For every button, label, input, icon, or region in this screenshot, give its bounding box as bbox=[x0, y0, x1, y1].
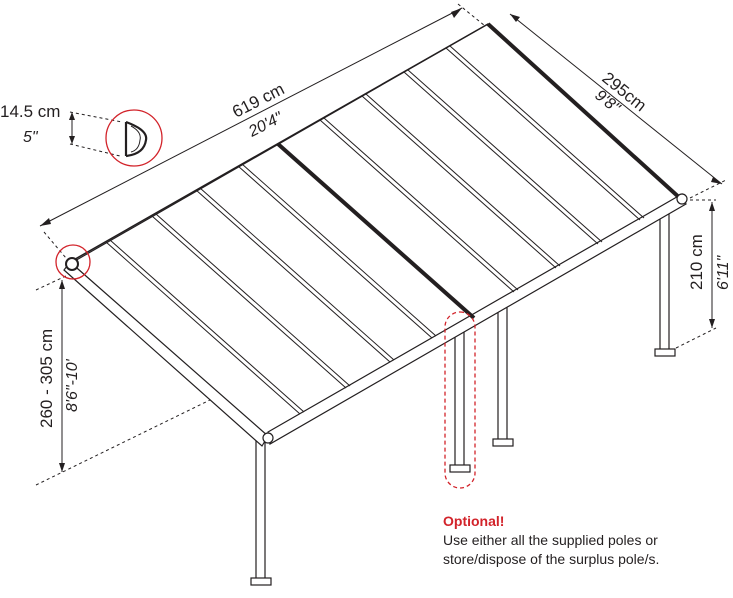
rear-middle-post bbox=[497, 301, 508, 443]
posts bbox=[243, 207, 676, 586]
optional-post-highlight bbox=[444, 311, 476, 489]
dimension-arrows bbox=[40, 8, 722, 472]
right-side-beam bbox=[486, 22, 684, 202]
rear-middle-post-base bbox=[492, 438, 514, 447]
gutter-height-imperial-label: 5" bbox=[23, 129, 39, 146]
wall-beam-end-cap bbox=[65, 257, 79, 271]
dimension-lines bbox=[35, 3, 727, 486]
width-dimension-line bbox=[509, 13, 723, 185]
optional-middle-post bbox=[454, 321, 465, 469]
gutter-height-metric-label: 14.5 cm bbox=[0, 102, 60, 121]
highlights bbox=[55, 109, 476, 489]
roof bbox=[63, 22, 688, 447]
front-left-post-base bbox=[250, 577, 272, 586]
wall-height-metric-label: 260 - 305 cm bbox=[37, 329, 56, 428]
gutter-profile-detail bbox=[124, 120, 148, 158]
roof-panel-ribs bbox=[105, 45, 645, 415]
optional-note-line-2: store/dispose of the surplus pole/s. bbox=[443, 551, 660, 567]
wall-height-imperial-label: 8'6"-10' bbox=[64, 358, 81, 412]
post-height-imperial-label: 6'11" bbox=[715, 254, 732, 290]
optional-note-title: Optional! bbox=[443, 513, 505, 529]
optional-note: Optional! Use either all the supplied po… bbox=[443, 512, 728, 569]
front-left-post bbox=[255, 439, 266, 581]
rear-right-post bbox=[659, 207, 670, 353]
optional-note-line-1: Use either all the supplied poles or bbox=[443, 532, 658, 548]
gutter-end-cap-right bbox=[676, 193, 688, 205]
gutter-detail-circle bbox=[105, 109, 163, 167]
optional-middle-post-base bbox=[449, 464, 471, 473]
wall-beam-highlight-circle bbox=[55, 244, 91, 280]
length-dimension-line bbox=[39, 7, 463, 227]
gutter-end-cap bbox=[262, 432, 274, 444]
rear-right-post-base bbox=[654, 348, 676, 357]
middle-beam bbox=[276, 142, 476, 320]
post-height-metric-label: 210 cm bbox=[687, 234, 706, 290]
